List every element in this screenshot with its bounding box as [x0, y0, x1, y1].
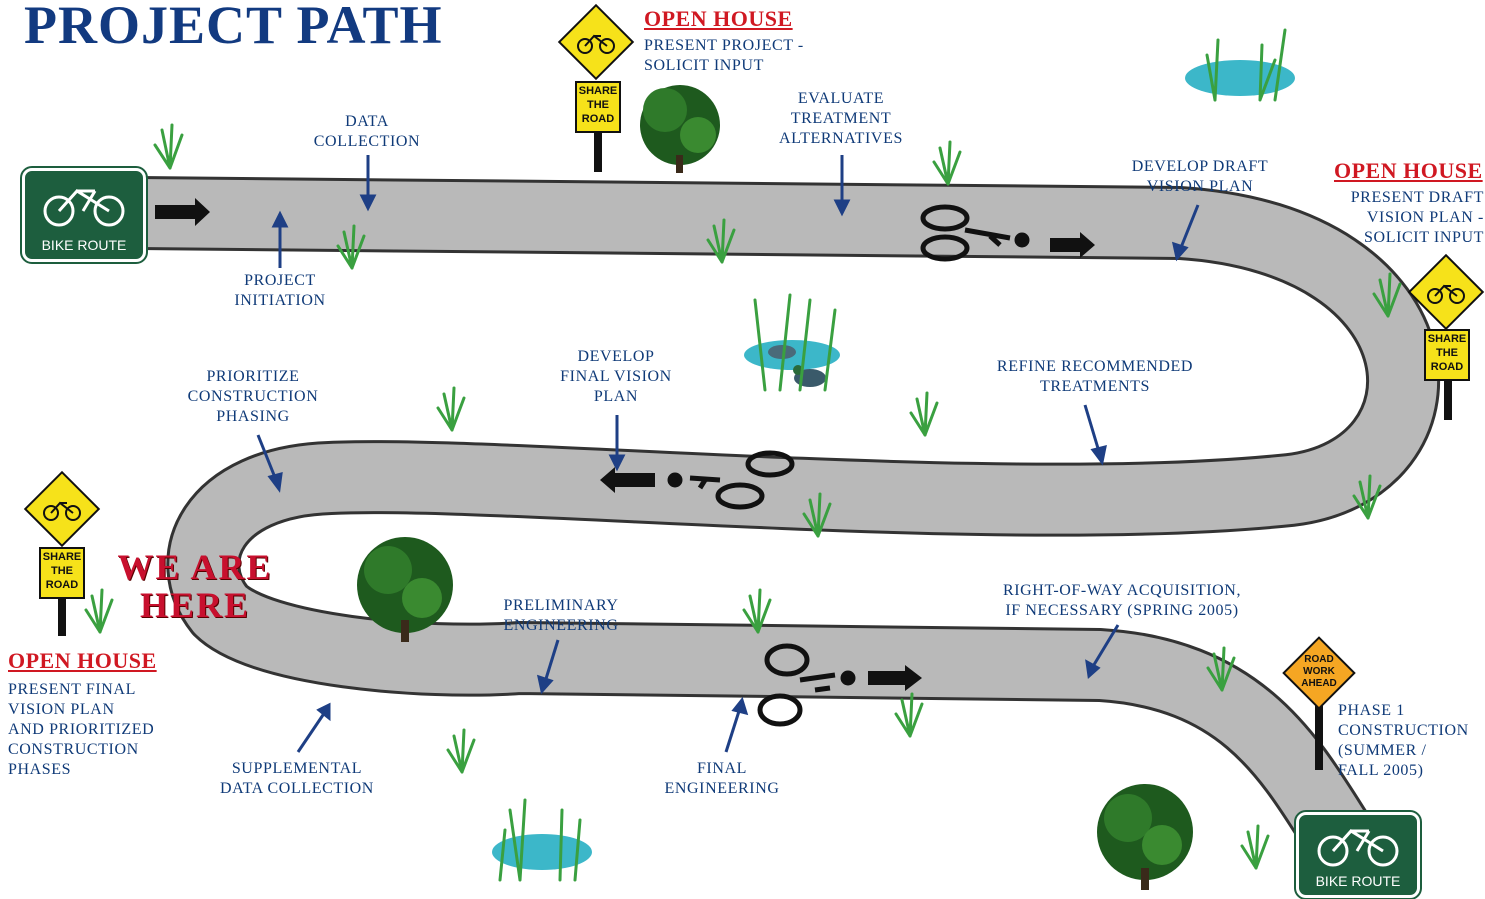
we-are-here-line2: HERE — [139, 585, 251, 625]
share-the-road-text: SHARE THE ROAD — [42, 551, 82, 591]
grass-icon — [84, 28, 1402, 882]
share-the-road-text: SHARE THE ROAD — [578, 85, 618, 125]
road-work-ahead-sign — [1282, 636, 1356, 710]
bike-route-sign-start: BIKE ROUTE — [20, 166, 148, 264]
open-house-description: PRESENT PROJECT - SOLICIT INPUT — [644, 37, 804, 74]
open-house-heading: OPEN HOUSE — [8, 648, 157, 673]
bicycle-icon — [1317, 829, 1399, 867]
page-title: PROJECT PATH — [24, 0, 443, 55]
bicycle-icon — [667, 204, 1030, 727]
arrow-icon — [155, 198, 1095, 691]
open-house-heading: OPEN HOUSE — [1334, 158, 1483, 183]
bike-route-sign-end: BIKE ROUTE — [1294, 810, 1422, 899]
share-the-road-sign — [23, 3, 1485, 599]
open-house-heading: OPEN HOUSE — [644, 6, 793, 31]
road-work-ahead-text: ROAD WORK AHEAD — [1301, 654, 1337, 689]
sign-posts — [58, 128, 1452, 770]
winding-road — [137, 176, 1441, 881]
share-sign-bicycle-icon — [43, 34, 1465, 521]
tree-icon — [357, 85, 1193, 890]
we-are-here-line1: WE ARE — [117, 547, 273, 587]
we-are-here-marker: WE ARE HERE — [110, 548, 280, 624]
open-house-description: PRESENT FINAL VISION PLAN AND PRIORITIZE… — [8, 681, 155, 778]
bike-route-label: BIKE ROUTE — [41, 237, 127, 253]
open-house-description: PRESENT DRAFT VISION PLAN - SOLICIT INPU… — [1350, 189, 1484, 246]
step-right-of-way: RIGHT-OF-WAY ACQUISITION,IF NECESSARY (S… — [1002, 582, 1242, 619]
share-the-road-text: SHARE THE ROAD — [1427, 333, 1467, 373]
bicycle-icon — [43, 189, 125, 227]
bike-route-label: BIKE ROUTE — [1315, 873, 1401, 889]
pointer-arrows — [256, 155, 1200, 753]
